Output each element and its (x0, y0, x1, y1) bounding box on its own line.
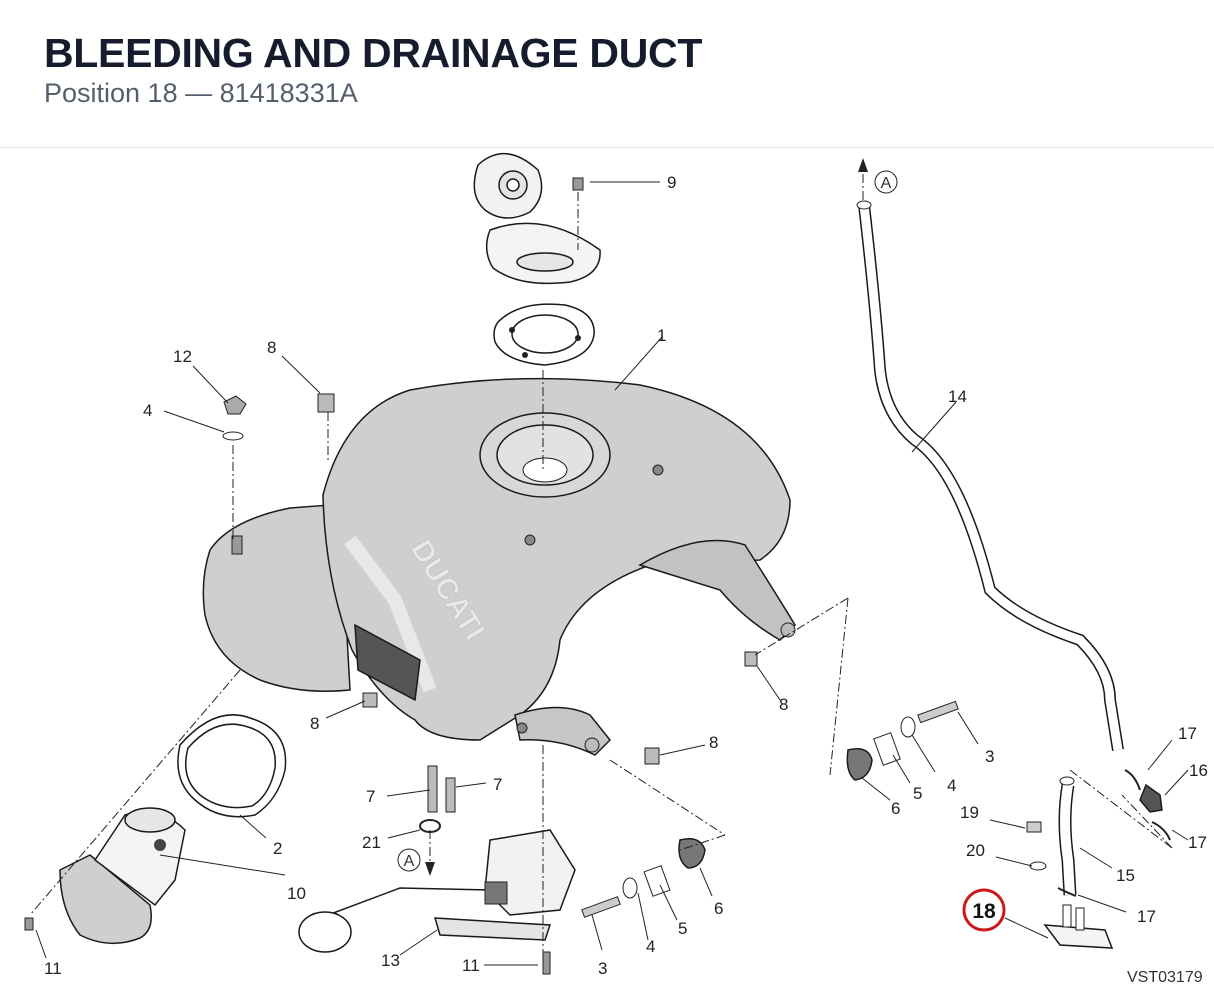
callout-17c: 17 (1137, 907, 1156, 926)
callout-5a: 5 (913, 784, 922, 803)
callout-11a: 11 (44, 959, 62, 978)
callout-8c: 8 (310, 714, 319, 733)
page-subtitle: Position 18 — 81418331A (44, 78, 358, 108)
callout-13: 13 (381, 951, 400, 970)
callout-4c: 4 (646, 937, 655, 956)
callout-14: 14 (948, 387, 967, 406)
callout-21: 21 (362, 833, 381, 852)
fuel-cap-assembly (473, 152, 601, 366)
callout-10: 10 (287, 884, 306, 903)
callout-6a: 6 (891, 799, 900, 818)
callout-16: 16 (1189, 761, 1208, 780)
callout-19: 19 (960, 803, 979, 822)
callout-7b: 7 (493, 775, 502, 794)
assembly-axes (29, 192, 1173, 955)
hardware-parts (24, 177, 1047, 975)
page-header: BLEEDING AND DRAINAGE DUCT Position 18 —… (0, 0, 1214, 147)
header-divider (0, 147, 1214, 148)
diagram-reference-code: VST03179 (1127, 969, 1203, 986)
callout-20: 20 (966, 841, 985, 860)
svg-text:A: A (881, 175, 892, 192)
callout-15: 15 (1116, 866, 1135, 885)
svg-text:A: A (404, 853, 415, 870)
arrow-ref-a-bottom: A (397, 830, 435, 876)
fuel-tank: DUCATI (202, 377, 796, 756)
bleeding-drainage-ducts (856, 200, 1171, 949)
leader-lines (35, 181, 1189, 966)
callout-5b: 5 (678, 919, 687, 938)
callout-3b: 3 (598, 959, 607, 978)
callout-8d: 8 (709, 733, 718, 752)
fuel-level-sender (298, 829, 576, 953)
callout-4b: 4 (947, 776, 956, 795)
callout-17a: 17 (1178, 724, 1197, 743)
callout-3a: 3 (985, 747, 994, 766)
callout-12: 12 (173, 347, 192, 366)
callout-9: 9 (667, 173, 676, 192)
callout-18[interactable]: 18 (972, 900, 996, 923)
gasket (177, 714, 287, 818)
callout-7a: 7 (366, 787, 375, 806)
fuel-pump (59, 807, 186, 944)
callout-11b: 11 (462, 956, 480, 975)
highlighted-position-18[interactable]: 18 (962, 888, 1006, 932)
callout-1: 1 (657, 326, 666, 345)
callout-17b: 17 (1188, 833, 1207, 852)
arrow-ref-a-top: A (858, 158, 898, 200)
page-title: BLEEDING AND DRAINAGE DUCT (44, 30, 703, 76)
callout-8b: 8 (779, 695, 788, 714)
callout-8a: 8 (267, 338, 276, 357)
callout-6b: 6 (714, 899, 723, 918)
callout-4a: 4 (143, 401, 152, 420)
callout-2: 2 (273, 839, 282, 858)
callout-labels: 1 2 3 3 4 4 4 5 5 6 6 7 7 8 8 8 8 9 10 1… (44, 173, 1208, 978)
